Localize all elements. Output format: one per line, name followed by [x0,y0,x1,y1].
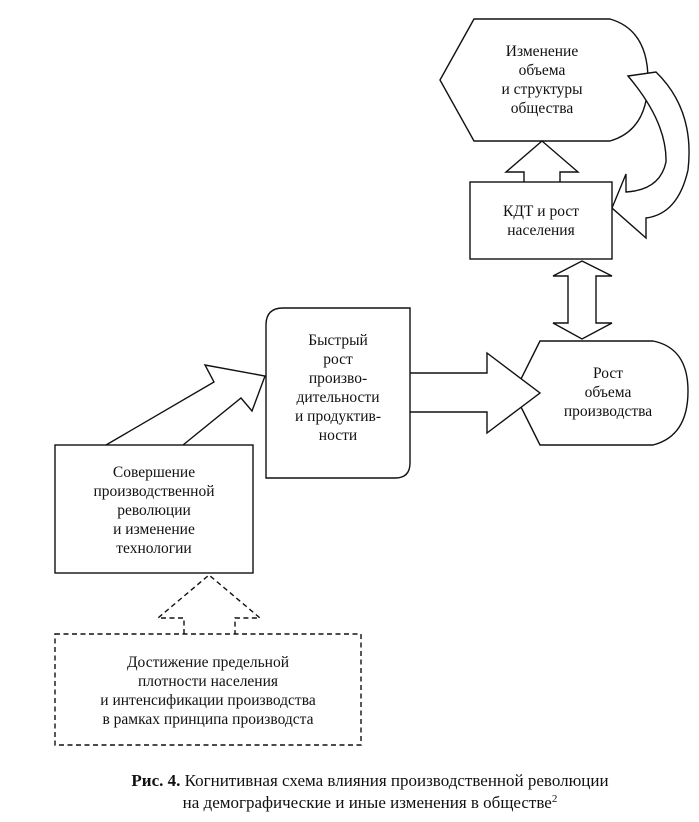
figure-caption: Рис. 4. Когнитивная схема влияния произв… [40,770,699,814]
density-limit-label: Достижение предельной плотности населени… [57,651,359,731]
caption-footnote-mark: 2 [551,793,558,805]
density-limit-line: Достижение предельной [126,654,290,671]
society-change-line: общества [510,100,574,117]
society-change-line: Изменение [505,43,579,60]
productivity-growth-line: дительности [296,389,380,406]
arrow-productivity-to-production [410,351,542,435]
arrow-density-to-revolution [156,574,262,634]
production-growth-shape [513,340,689,446]
caption-title-part-2: на демографические и иные изменения в об… [182,793,552,812]
kdt-growth-label: КДТ и рост населения [472,201,610,241]
arrow-revolution-to-productivity [105,364,266,446]
productivity-growth-line: произво- [308,370,368,387]
production-growth-line: Рост [592,364,624,382]
caption-line-1: Рис. 4. Когнитивная схема влияния произв… [40,770,699,792]
caption-title-part-1: Когнитивная схема влияния производственн… [180,771,609,790]
revolution-line: революции [117,501,191,519]
revolution-line: производственной [93,482,215,500]
productivity-growth-line: Быстрый [308,332,368,349]
production-growth-line: объема [584,383,632,401]
kdt-growth-line: населения [507,222,575,239]
arrow-kdt-to-society [504,140,580,182]
caption-line-2: на демографические и иные изменения в об… [40,792,699,814]
productivity-growth-line: рост [323,351,353,368]
revolution-label: Совершение производственной революции и … [57,461,251,559]
society-change-label: Изменение объема и структуры общества [478,42,606,118]
production-growth-label: Рост объема производства [548,362,668,422]
caption-label: Рис. 4. [131,771,181,790]
society-change-line: объема [518,62,566,79]
revolution-line: Совершение [112,463,196,481]
productivity-growth-label: Быстрый рост произво- дительности и прод… [268,331,408,445]
revolution-line: и изменение [113,520,195,538]
double-arrow-kdt-production [552,260,613,340]
productivity-growth-line: ности [318,427,358,444]
density-limit-box [54,633,362,746]
kdt-growth-box [469,181,613,260]
society-change-line: и структуры [501,81,583,98]
revolution-line: технологии [116,539,192,557]
density-limit-line: и интенсификации производства [100,692,316,709]
density-limit-line: плотности населения [137,673,279,690]
productivity-growth-box [265,307,411,479]
productivity-growth-line: и продуктив- [294,408,382,425]
kdt-growth-line: КДТ и рост [503,203,579,220]
revolution-box [54,444,254,574]
production-growth-line: производства [563,402,653,420]
density-limit-line: в рамках принципа производста [102,711,314,728]
curved-arrow-society-to-kdt [611,71,690,240]
